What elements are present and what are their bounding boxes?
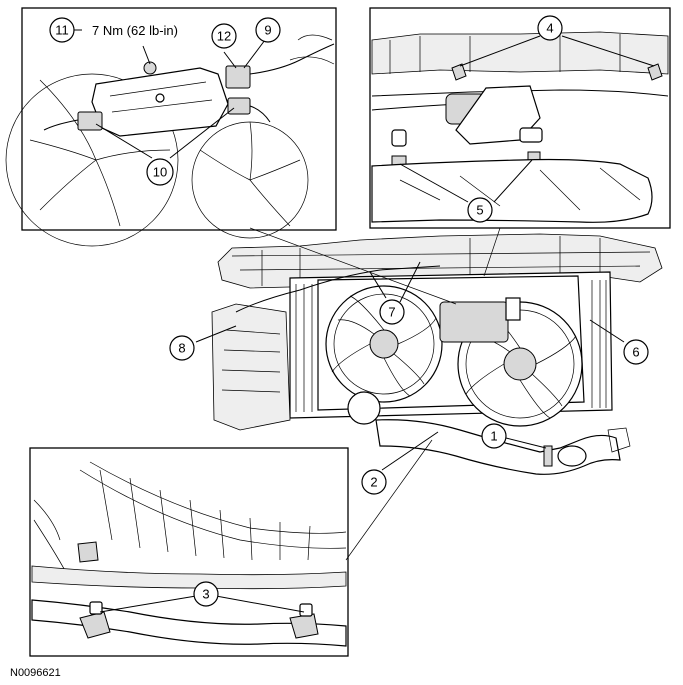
callout-2-text: 2 — [370, 475, 377, 490]
torque-spec: 7 Nm (62 lb-in) — [92, 23, 178, 38]
radiator-fins — [295, 280, 607, 412]
callout-8: 8 — [169, 335, 195, 361]
inset-fan-control-module — [5, 7, 337, 247]
callout-11-text: 11 — [55, 23, 69, 38]
main-leaders — [195, 227, 625, 561]
callout-5-text: 5 — [476, 203, 483, 218]
fan-control-module — [77, 61, 251, 137]
figure-id: N0096621 — [10, 667, 61, 679]
callout-3: 3 — [193, 581, 219, 607]
callout-9-text: 9 — [264, 23, 271, 38]
callout-10: 10 — [146, 158, 174, 186]
callout-12-text: 12 — [217, 29, 231, 44]
callout-6: 6 — [623, 339, 649, 365]
callout-9: 9 — [255, 17, 281, 43]
callout-3-text: 3 — [202, 587, 209, 602]
callout-1-text: 1 — [490, 429, 497, 444]
inset-upper-mounts — [369, 7, 671, 229]
main-assembly-illustration — [211, 233, 663, 475]
inset-lower-mounts — [29, 447, 349, 657]
callout-7-text: 7 — [388, 305, 395, 320]
inset3-shroud — [33, 461, 347, 581]
inset2-leaders — [399, 35, 655, 203]
callout-10-text: 10 — [153, 165, 167, 180]
callout-6-text: 6 — [632, 345, 639, 360]
callout-11: 11 — [49, 17, 75, 43]
callout-4-text: 4 — [546, 21, 553, 36]
callout-2: 2 — [361, 469, 387, 495]
callout-5: 5 — [467, 197, 493, 223]
callout-12: 12 — [211, 23, 237, 49]
callout-8-text: 8 — [178, 341, 185, 356]
fan-control-module-installed — [439, 297, 521, 343]
left-fan — [325, 285, 443, 403]
callout-7: 7 — [379, 299, 405, 325]
callout-1: 1 — [481, 423, 507, 449]
inset1-leaders — [74, 29, 266, 159]
inset3-leaders — [99, 595, 305, 613]
inset-fan-background — [5, 34, 335, 247]
callout-4: 4 — [537, 15, 563, 41]
